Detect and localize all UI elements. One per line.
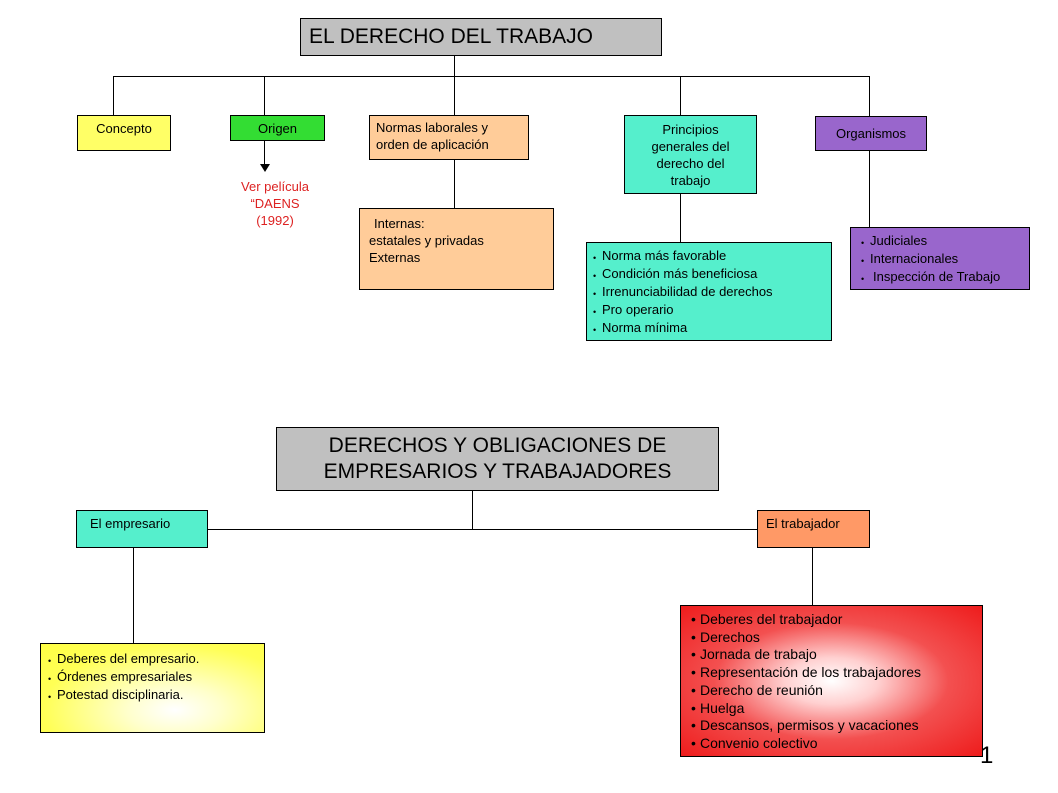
trabajador-list: Deberes del trabajador Derechos Jornada … <box>691 611 982 753</box>
connector <box>454 76 455 115</box>
list-item: Judiciales <box>861 232 1029 252</box>
list-item: Irrenunciabilidad de derechos <box>593 283 831 303</box>
concepto-box: Concepto <box>77 115 171 151</box>
principios-list-box: Norma más favorable Condición más benefi… <box>586 242 832 341</box>
arrow-shaft <box>264 140 265 165</box>
principios-line: trabajo <box>670 172 711 188</box>
internas-line: estatales y privadas <box>369 233 484 248</box>
pelicula-line: Ver película <box>241 179 309 194</box>
internas-line: Internas: <box>374 216 425 231</box>
list-item: Deberes del trabajador <box>691 611 982 629</box>
connector-horizontal <box>113 76 870 77</box>
connector <box>472 491 473 529</box>
connector <box>264 76 265 115</box>
connector <box>454 160 455 208</box>
connector <box>812 548 813 605</box>
list-item: Convenio colectivo <box>691 735 982 753</box>
list-item: Representación de los trabajadores <box>691 664 982 682</box>
pelicula-note: Ver película “DAENS (1992) <box>205 178 345 229</box>
list-item: Potestad disciplinaria. <box>48 686 264 706</box>
title-line: EMPRESARIOS Y TRABAJADORES <box>323 460 672 483</box>
trabajador-box: El trabajador <box>757 510 870 548</box>
normas-line: Normas laborales y <box>376 120 488 135</box>
arrow-head <box>260 164 270 172</box>
connector-horizontal <box>208 529 757 530</box>
list-item: Derechos <box>691 629 982 647</box>
principios-line: Principios <box>662 121 719 137</box>
list-item: Inspección de Trabajo <box>861 268 1029 288</box>
trabajador-list-box: Deberes del trabajador Derechos Jornada … <box>680 605 983 757</box>
principios-line: derecho del <box>656 155 725 171</box>
pelicula-line: “DAENS <box>250 196 300 211</box>
origen-box: Origen <box>230 115 325 141</box>
connector <box>869 151 870 227</box>
list-item: Órdenes empresariales <box>48 668 264 688</box>
empresario-list-box: Deberes del empresario. Órdenes empresar… <box>40 643 265 733</box>
principios-list: Norma más favorable Condición más benefi… <box>593 247 831 339</box>
list-item: Pro operario <box>593 301 831 321</box>
organismos-list-box: Judiciales Internacionales Inspección de… <box>850 227 1030 290</box>
pelicula-line: (1992) <box>256 213 294 228</box>
page-number: 1 <box>980 742 994 769</box>
list-item: Norma mínima <box>593 319 831 339</box>
list-item: Descansos, permisos y vacaciones <box>691 717 982 735</box>
normas-box: Normas laborales y orden de aplicación <box>369 115 529 160</box>
internas-line: Externas <box>369 250 421 265</box>
connector <box>133 548 134 643</box>
list-item: Internacionales <box>861 250 1029 270</box>
title-text: EL DERECHO DEL TRABAJO <box>309 25 593 48</box>
list-item: Norma más favorable <box>593 247 831 267</box>
empresario-box: El empresario <box>76 510 208 548</box>
origen-label: Origen <box>257 120 298 136</box>
connector <box>680 194 681 242</box>
list-item: Derecho de reunión <box>691 682 982 700</box>
empresario-list: Deberes del empresario. Órdenes empresar… <box>48 650 264 706</box>
connector <box>113 76 114 115</box>
connector <box>869 76 870 116</box>
organismos-label: Organismos <box>835 126 907 141</box>
internas-box: Internas: estatales y privadas Externas <box>359 208 554 290</box>
concepto-label: Concepto <box>96 121 152 136</box>
title-derechos-obligaciones: DERECHOS Y OBLIGACIONES DE EMPRESARIOS Y… <box>276 427 719 491</box>
connector <box>680 76 681 115</box>
list-item: Deberes del empresario. <box>48 650 264 670</box>
list-item: Huelga <box>691 700 982 718</box>
trabajador-label: El trabajador <box>766 516 840 531</box>
organismos-box: Organismos <box>815 116 927 151</box>
empresario-label: El empresario <box>90 516 171 531</box>
list-item: Jornada de trabajo <box>691 646 982 664</box>
organismos-list: Judiciales Internacionales Inspección de… <box>861 232 1029 288</box>
list-item: Condición más beneficiosa <box>593 265 831 285</box>
title-line: DERECHOS Y OBLIGACIONES DE <box>328 434 667 457</box>
principios-box: Principios generales del derecho del tra… <box>624 115 757 194</box>
connector <box>454 56 455 76</box>
title-derecho-trabajo: EL DERECHO DEL TRABAJO <box>300 18 662 56</box>
principios-line: generales del <box>651 138 730 154</box>
normas-line: orden de aplicación <box>376 137 489 152</box>
